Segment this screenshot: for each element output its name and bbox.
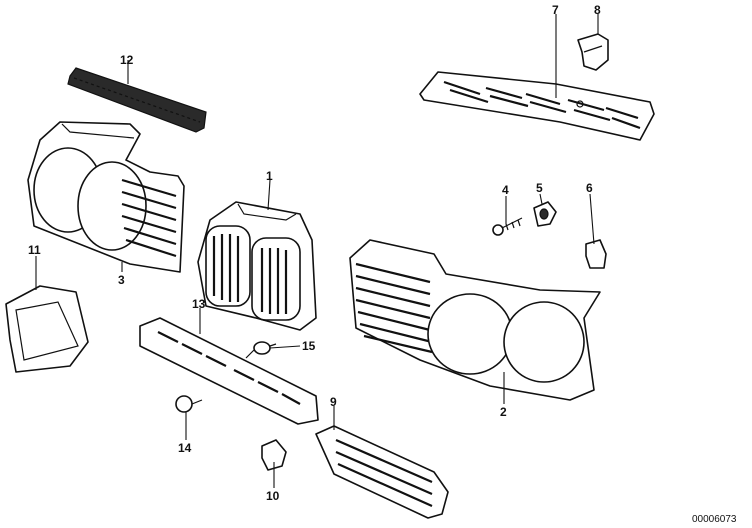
- callout-1: 1: [266, 169, 273, 183]
- part-13-lower-grille-panel: [139, 317, 319, 425]
- part-1-kidney-grille: [197, 201, 317, 331]
- part-2-right-headlight-surround: [349, 239, 601, 401]
- callout-15: 15: [302, 339, 316, 353]
- part-3-left-headlight-surround: [27, 121, 185, 273]
- document-id: 00006073: [692, 514, 737, 525]
- callout-labels: 1 2 3 4 5 6 7 8 9 10 11 12 13 14 15: [28, 3, 601, 503]
- part-5-nut: [533, 201, 557, 227]
- callout-13: 13: [192, 297, 206, 311]
- callout-9: 9: [330, 395, 337, 409]
- callout-11: 11: [28, 243, 41, 257]
- callout-12: 12: [120, 53, 134, 67]
- part-11-air-duct: [5, 285, 89, 373]
- part-10-bracket-clip: [261, 439, 287, 471]
- callout-2: 2: [500, 405, 507, 419]
- callout-3: 3: [118, 273, 125, 287]
- callout-7: 7: [552, 3, 559, 17]
- callout-6: 6: [586, 181, 593, 195]
- part-9-side-grille: [315, 425, 449, 519]
- part-6-clip: [585, 239, 607, 269]
- callout-10: 10: [266, 489, 280, 503]
- part-12-seal-strip: [67, 67, 207, 133]
- leader-lines: [35, 14, 599, 488]
- part-7-upper-grille-panel: [419, 71, 655, 141]
- part-15-plug-clip: [245, 341, 277, 359]
- callout-8: 8: [594, 3, 601, 17]
- callout-4: 4: [502, 183, 509, 197]
- callout-14: 14: [178, 441, 192, 455]
- part-14-rivet-clip: [175, 395, 203, 413]
- part-8-bracket: [577, 33, 609, 71]
- part-4-screw: [492, 217, 523, 236]
- callout-5: 5: [536, 181, 543, 195]
